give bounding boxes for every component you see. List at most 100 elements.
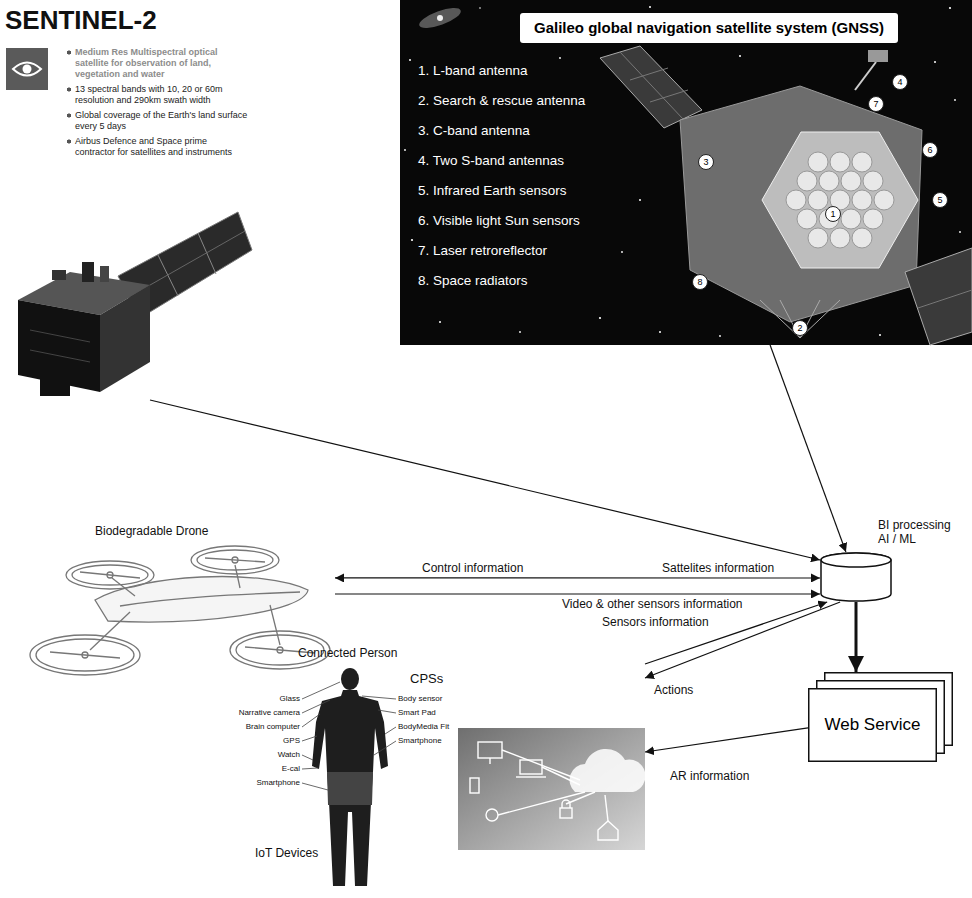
- iot-cloud-picture: [570, 749, 646, 792]
- list-item: Airbus Defence and Space prime contracto…: [66, 136, 248, 158]
- galileo-satellite: [830, 152, 850, 172]
- leader-line: [362, 696, 396, 699]
- galileo-satellite: [600, 46, 702, 128]
- list-item: 6. Visible light Sun sensors: [418, 212, 678, 230]
- connector-arrow: [645, 728, 808, 752]
- cylinder-body: [821, 553, 891, 601]
- satellite-panel: SENTINEL-2Medium Res Multispectral optic…: [0, 5, 250, 400]
- drone-sketch: [232, 557, 238, 563]
- drone-sketch: [205, 558, 265, 562]
- list-item: Global coverage of the Earth's land surf…: [66, 110, 248, 132]
- galileo-satellite: [852, 228, 872, 248]
- galileo-satellite: [852, 152, 872, 172]
- callout-number: 5: [932, 192, 948, 208]
- space-background: [639, 199, 641, 201]
- connector-arrow: [335, 593, 820, 594]
- edge-label: Sensors information: [600, 616, 711, 629]
- iot-cloud-picture: [542, 767, 580, 785]
- eye-icon: [23, 65, 32, 74]
- galileo-satellite: [918, 290, 972, 308]
- sentinel-satellite: [30, 350, 90, 362]
- space-background: [649, 6, 651, 8]
- iot-cloud-picture: [560, 808, 572, 818]
- drone-sketch: [50, 652, 120, 658]
- drone-sketch: [30, 546, 330, 675]
- leader-line: [374, 741, 396, 755]
- iot-cloud-picture: [458, 728, 645, 850]
- edge-label: Control information: [420, 562, 525, 575]
- connector-arrow: [645, 602, 827, 664]
- drone-sketch: [107, 572, 113, 578]
- galileo-satellite: [808, 190, 828, 210]
- drone-sketch: [72, 565, 148, 585]
- service-box: [809, 689, 937, 762]
- space-background: [621, 251, 623, 253]
- eye-icon: [6, 48, 48, 90]
- drone-sketch: [90, 612, 130, 650]
- connector-arrow: [645, 602, 840, 678]
- edge-label: Actions: [652, 684, 695, 697]
- iot-cloud-picture: [478, 742, 502, 758]
- device-label: Smartphone: [224, 778, 300, 788]
- drone-sketch: [235, 565, 240, 588]
- space-background: [479, 7, 481, 9]
- galileo-satellite: [808, 152, 828, 172]
- galileo-satellite: [905, 248, 972, 345]
- sentinel-satellite: [158, 255, 178, 296]
- text-list: Medium Res Multispectral optical satelli…: [66, 47, 248, 158]
- galileo-satellite: [620, 52, 683, 119]
- node-text: CPSs: [410, 672, 443, 686]
- node-text: Web Service: [824, 715, 920, 735]
- list-item: 3. C-band antenna: [418, 122, 678, 140]
- drone-sketch: [80, 572, 140, 578]
- database-cylinder: BI processing AI / ML: [820, 552, 892, 602]
- space-background: [400, 0, 972, 345]
- iot-cloud-picture: [516, 776, 546, 777]
- device-label: Glass: [224, 694, 300, 704]
- leader-line: [378, 710, 396, 713]
- callout-number: 3: [698, 154, 714, 170]
- edge-label: Sattelites information: [660, 562, 776, 575]
- sentinel-satellite: [100, 285, 150, 392]
- iot-cloud-picture: [489, 758, 490, 764]
- iot-cloud-picture: [458, 728, 645, 850]
- device-label: BodyMedia Fit: [398, 722, 449, 732]
- space-background: [934, 61, 936, 63]
- leader-line: [302, 682, 340, 699]
- leader-line: [302, 714, 320, 727]
- drone-sketch: [66, 561, 154, 589]
- person-silhouette: [327, 772, 373, 805]
- iot-cloud-picture: [470, 742, 618, 840]
- space-background: [411, 239, 413, 241]
- iot-cloud-picture: [520, 760, 542, 774]
- edge-label: Video & other sensors information: [560, 598, 745, 611]
- device-label: GPS: [224, 736, 300, 746]
- iot-cloud-picture: [498, 792, 585, 815]
- iot-cloud-picture: [605, 795, 608, 821]
- leader-line: [302, 682, 396, 790]
- galileo-satellite: [797, 209, 817, 229]
- space-background: [439, 321, 441, 323]
- list-item: 7. Laser retroreflector: [418, 242, 678, 260]
- drone-sketch: [120, 592, 300, 606]
- cylinder-top: [821, 553, 891, 567]
- node-text: IoT Devices: [255, 846, 318, 860]
- space-background: [417, 4, 463, 32]
- iot-cloud-picture: [486, 809, 498, 821]
- leader-line: [302, 783, 328, 790]
- list-item: 8. Space radiators: [418, 272, 678, 290]
- web-service-stack: Web Service: [808, 672, 953, 762]
- galileo-satellite: [760, 300, 840, 338]
- connector-arrow: [335, 577, 820, 578]
- galileo-satellite: [650, 90, 688, 102]
- callout-number: 2: [792, 320, 808, 336]
- device-label: Brain computer: [224, 722, 300, 732]
- galileo-satellite: [786, 152, 894, 248]
- list-item: 4. Two S-band antennas: [418, 152, 678, 170]
- drone-sketch: [277, 647, 283, 653]
- space-background: [404, 149, 406, 151]
- galileo-satellite: [868, 50, 888, 62]
- galileo-satellite: [786, 190, 806, 210]
- device-label: Body sensor: [398, 694, 442, 704]
